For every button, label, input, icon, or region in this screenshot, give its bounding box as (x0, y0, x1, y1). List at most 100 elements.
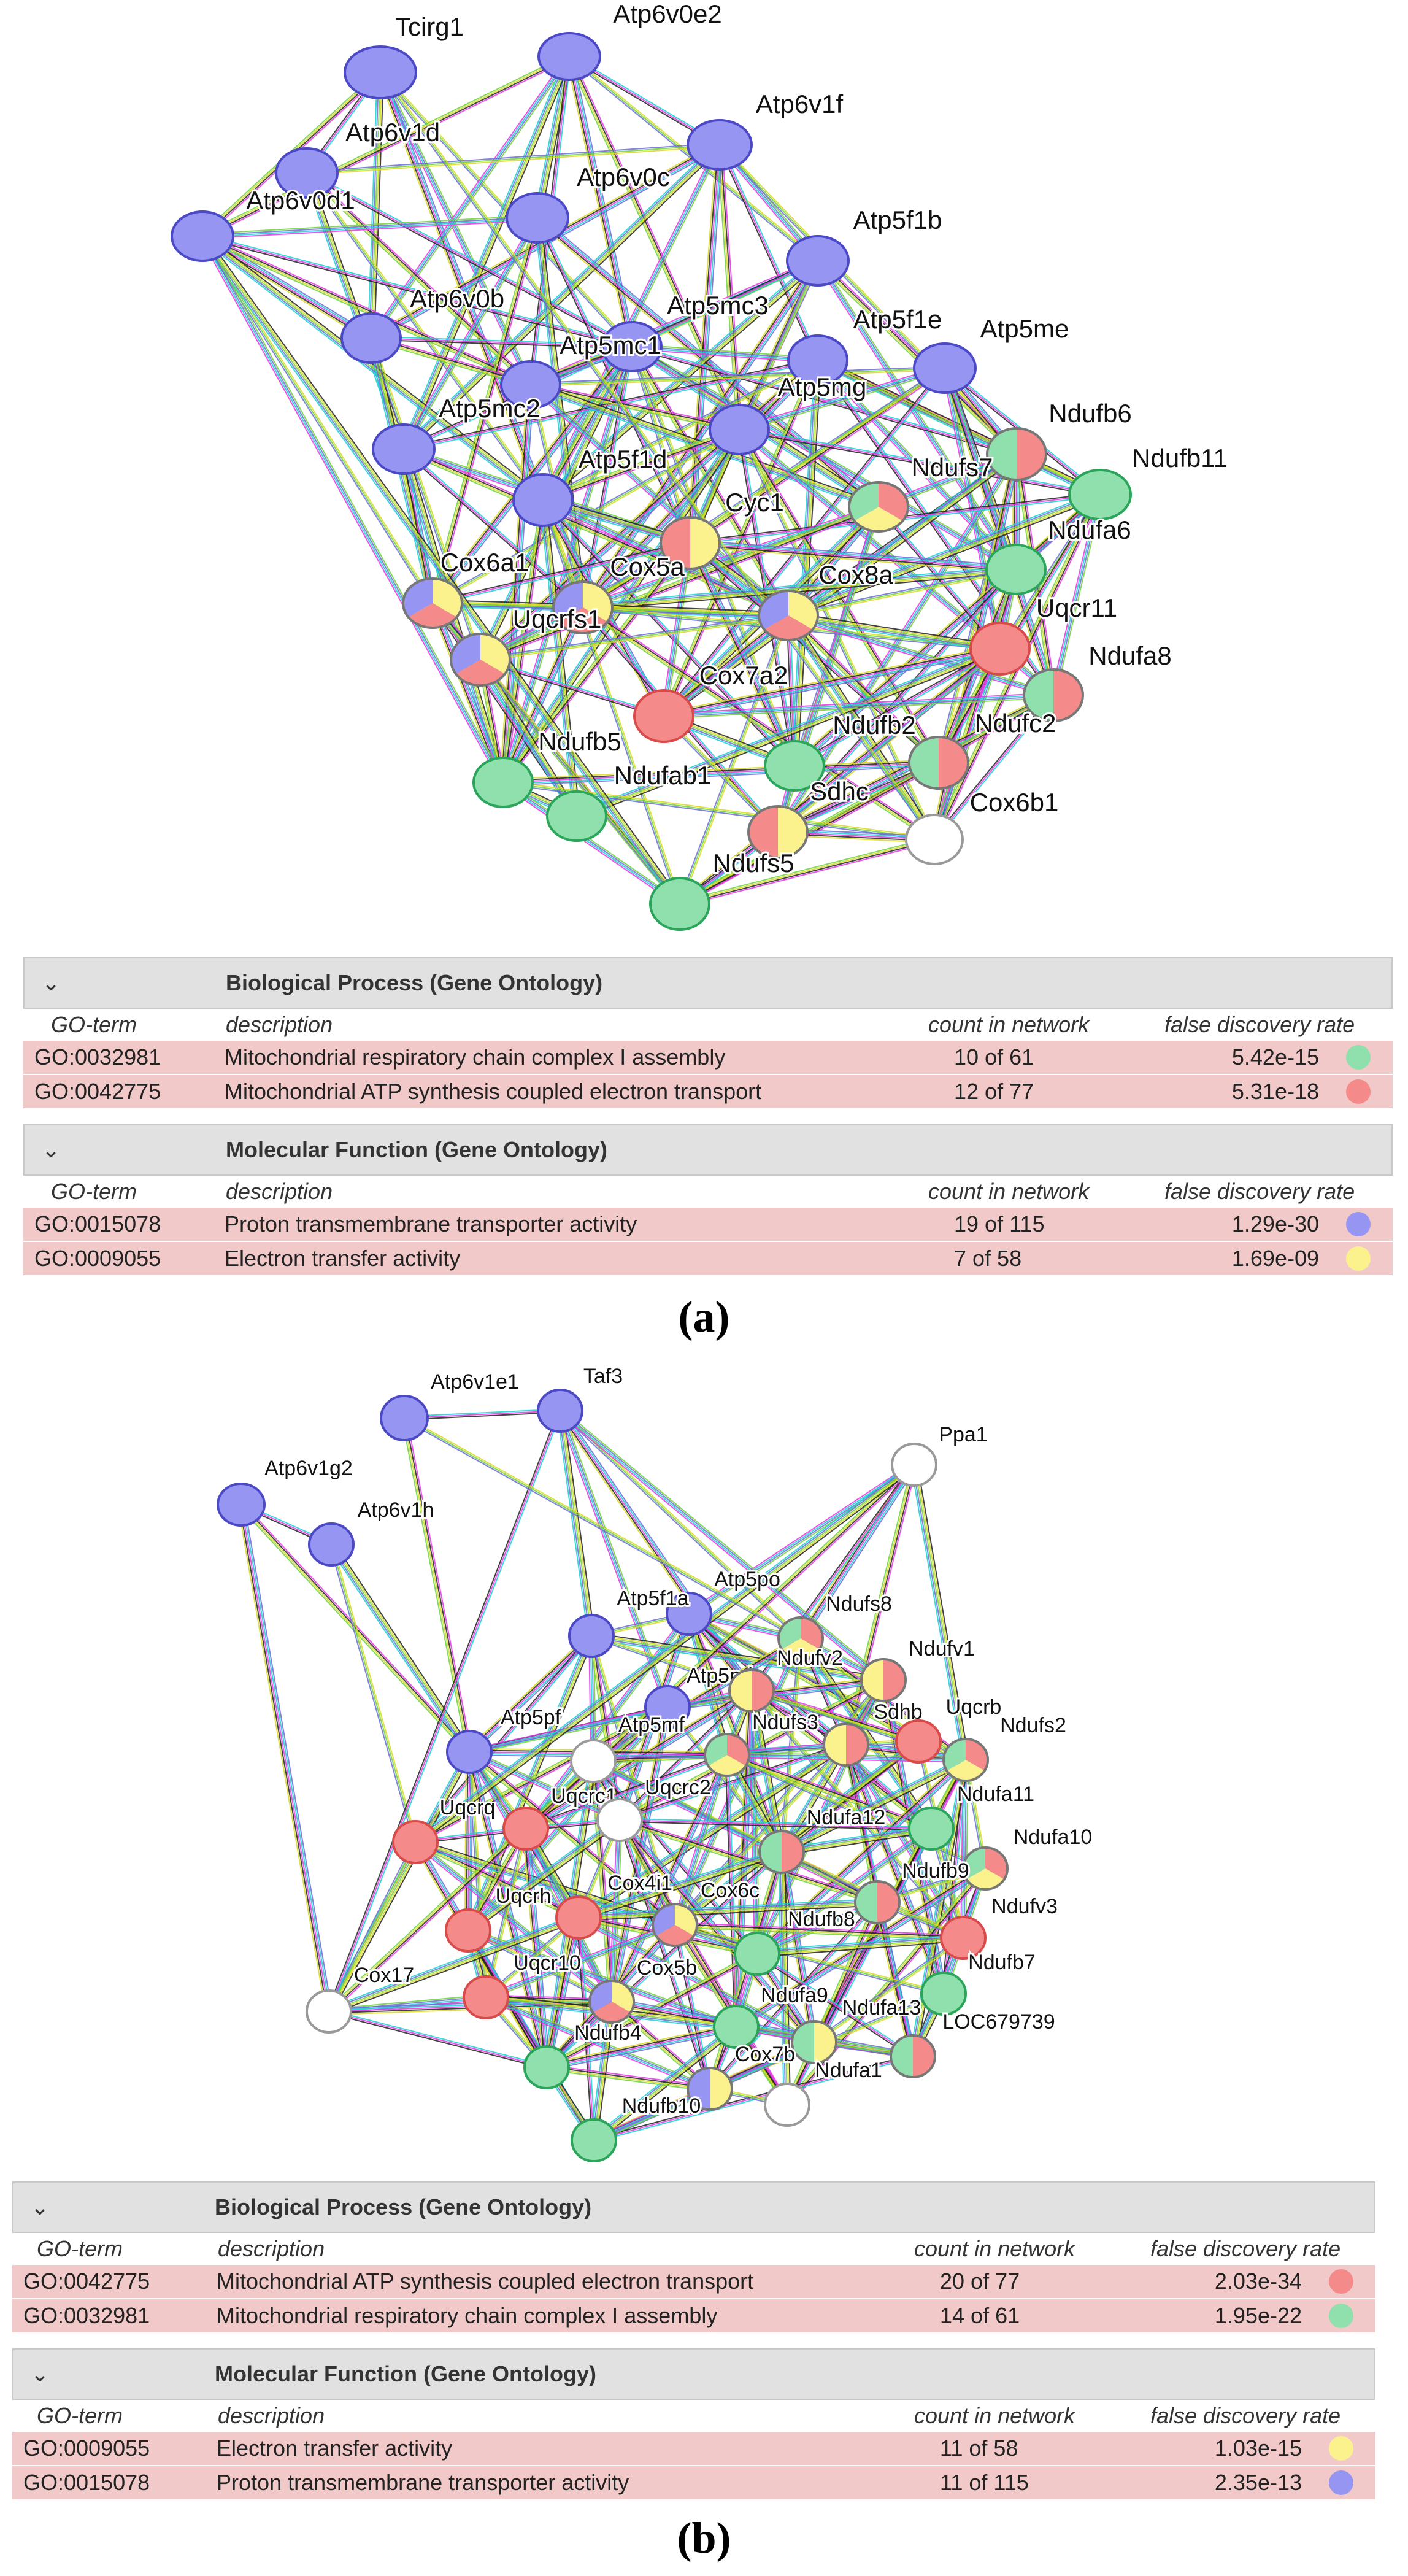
node-Cox4i1[interactable]: Cox4i1 (555, 1870, 674, 1940)
edge-Atp6v0b-Atp5mc3 (371, 337, 633, 347)
node-Atp6v1d[interactable]: Atp6v1d (275, 116, 442, 199)
node-Ndufab1[interactable]: Ndufab1 (546, 759, 713, 842)
node-Atp5mc1[interactable]: Atp5mc1 (500, 329, 663, 409)
node-Ndufa9[interactable]: Ndufa9 (713, 1982, 830, 2049)
column-header-term[interactable]: GO-term (37, 2236, 123, 2261)
node-Uqcr10[interactable]: Uqcr10 (463, 1949, 583, 2019)
node-Ndufa12[interactable]: Ndufa12 (737, 1804, 887, 1896)
node-Uqcr11[interactable]: Uqcr11 (969, 592, 1119, 676)
edge-Ndufb11-Ndufa8 (1053, 495, 1102, 696)
node-Sdhc[interactable]: Sdhc (719, 773, 871, 891)
node-Cyc1[interactable]: Cyc1 (631, 484, 786, 602)
column-header-fdr[interactable]: false discovery rate (1150, 2236, 1341, 2261)
node-Ndufv2[interactable]: Ndufv2 (707, 1645, 845, 1735)
node-Atp5po[interactable]: Atp5po (666, 1566, 782, 1636)
edge-Ndufv1-Atp5pd (667, 1676, 883, 1705)
node-Cox6b1[interactable]: Cox6b1 (905, 786, 1060, 865)
column-header-fdr[interactable]: false discovery rate (1150, 2403, 1341, 2428)
node-Atp6v0e2[interactable]: Atp6v0e2 (537, 0, 724, 81)
node-Atp6v0c[interactable]: Atp6v0c (506, 161, 672, 244)
node-Atp6v1e1[interactable]: Atp6v1e1 (380, 1368, 521, 1441)
node-Uqcrq[interactable]: Uqcrq (392, 1794, 497, 1864)
node-Atp5f1b[interactable]: Atp5f1b (786, 204, 944, 287)
chevron-down-icon[interactable]: ⌄ (31, 2194, 50, 2219)
node-Ndufv3[interactable]: Ndufv3 (940, 1893, 1060, 1960)
node-Cox7b[interactable]: Cox7b (666, 2041, 797, 2133)
chevron-down-icon[interactable]: ⌄ (42, 1137, 61, 1162)
go-table-header[interactable]: ⌄Biological Process (Gene Ontology) (23, 957, 1393, 1009)
node-Tcirg1[interactable]: Tcirg1 (344, 10, 466, 99)
node-Atp5f1d[interactable]: Atp5f1d (512, 443, 669, 527)
column-header-count[interactable]: count in network (928, 1012, 1090, 1037)
chevron-down-icon[interactable]: ⌄ (42, 970, 61, 995)
node-Atp6v1f[interactable]: Atp6v1f (687, 88, 845, 171)
node-Ndufa1[interactable]: Ndufa1 (764, 2057, 884, 2127)
go-table-header[interactable]: ⌄Biological Process (Gene Ontology) (12, 2181, 1375, 2233)
node-Uqcrh[interactable]: Uqcrh (445, 1883, 553, 1953)
node-Ndufa13[interactable]: Ndufa13 (770, 1994, 923, 2086)
node-Atp5mf[interactable]: Atp5mf (570, 1711, 687, 1783)
edge-Ndufs3-Cox5b (608, 1753, 725, 2001)
node-Ndufb11[interactable]: Ndufb11 (1068, 442, 1229, 520)
go-table-header[interactable]: ⌄Molecular Function (Gene Ontology) (12, 2348, 1375, 2400)
column-header-fdr[interactable]: false discovery rate (1164, 1179, 1355, 1204)
node-Ndufc2[interactable]: Ndufc2 (880, 704, 1058, 822)
node-Atp5f1a[interactable]: Atp5f1a (568, 1585, 691, 1658)
edge-Atp5f1d-Ndufb5 (503, 500, 545, 783)
node-Atp6v1g2[interactable]: Atp6v1g2 (217, 1455, 355, 1527)
node-Atp5pf[interactable]: Atp5pf (446, 1704, 563, 1774)
column-header-desc[interactable]: description (226, 1179, 333, 1204)
node-Ndufb7[interactable]: Ndufb7 (920, 1949, 1037, 2016)
node-Uqcrc2[interactable]: Uqcrc2 (596, 1774, 713, 1842)
node-Cox17[interactable]: Cox17 (306, 1962, 416, 2034)
column-header-desc[interactable]: description (226, 1012, 333, 1037)
edge-Ndufs7-Uqcrfs1 (480, 505, 879, 660)
node-Atp5mc2[interactable]: Atp5mc2 (372, 392, 542, 475)
node-Ndufa6[interactable]: Ndufa6 (985, 514, 1133, 595)
node-Atp6v0b[interactable]: Atp6v0b (340, 282, 506, 364)
node-Atp6v1h[interactable]: Atp6v1h (308, 1497, 436, 1567)
column-header-term[interactable]: GO-term (51, 1012, 137, 1037)
node-Ppa1[interactable]: Ppa1 (891, 1421, 990, 1487)
column-header-desc[interactable]: description (218, 2403, 325, 2428)
column-header-desc[interactable]: description (218, 2236, 325, 2261)
column-header-fdr[interactable]: false discovery rate (1164, 1012, 1355, 1037)
node-Ndufb2[interactable]: Ndufb2 (764, 709, 918, 792)
chevron-down-icon[interactable]: ⌄ (31, 2361, 50, 2386)
node-Atp5mc3[interactable]: Atp5mc3 (601, 289, 771, 372)
node-Ndufa11[interactable]: Ndufa11 (908, 1781, 1036, 1851)
node-Ndufa8[interactable]: Ndufa8 (994, 636, 1174, 754)
column-header-count[interactable]: count in network (928, 1179, 1090, 1204)
column-header-count[interactable]: count in network (914, 2236, 1075, 2261)
node-Atp6v0d1[interactable]: Atp6v0d1 (171, 184, 357, 262)
node-Ndufs5[interactable]: Ndufs5 (649, 847, 796, 931)
node-Ndufv1[interactable]: Ndufv1 (839, 1635, 977, 1724)
column-header-count[interactable]: count in network (914, 2403, 1075, 2428)
go-table-header[interactable]: ⌄Molecular Function (Gene Ontology) (23, 1124, 1393, 1176)
node-LOC679739[interactable]: LOC679739 (869, 2008, 1057, 2100)
column-header-term[interactable]: GO-term (51, 1179, 137, 1204)
node-Taf3[interactable]: Taf3 (537, 1363, 625, 1433)
node-Uqcrc1[interactable]: Uqcrc1 (502, 1783, 619, 1851)
node-Ndufb5[interactable]: Ndufb5 (472, 725, 623, 808)
node-Ndufb8[interactable]: Ndufb8 (734, 1906, 857, 1976)
node-Ndufb4[interactable]: Ndufb4 (523, 2019, 644, 2089)
node-Atp5me[interactable]: Atp5me (913, 312, 1071, 394)
node-Ndufb10[interactable]: Ndufb10 (571, 2092, 702, 2162)
node-Uqcrb[interactable]: Uqcrb (895, 1694, 1003, 1764)
node-Ndufb6[interactable]: Ndufb6 (958, 395, 1134, 513)
node-Cox7a2[interactable]: Cox7a2 (633, 659, 790, 743)
node-Ndufb9[interactable]: Ndufb9 (833, 1857, 971, 1946)
node-Atp5f1e[interactable]: Atp5f1e (787, 303, 944, 386)
edge-Cox6c-Uqcr10 (485, 1923, 675, 1997)
node-Atp5mg[interactable]: Atp5mg (709, 371, 868, 455)
column-header-term[interactable]: GO-term (37, 2403, 123, 2428)
